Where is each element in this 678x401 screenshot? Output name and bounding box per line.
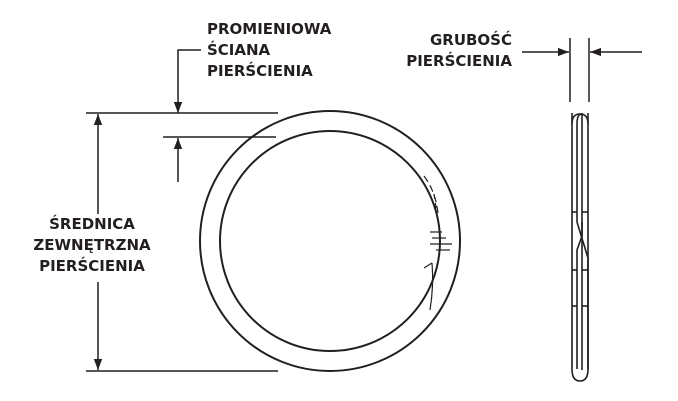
ring-side-view: [571, 113, 589, 382]
thickness-label: GRUBOŚĆ PIERŚCIENIA: [398, 30, 512, 72]
outer-diameter-label-line-2: ZEWNĘTRZNA: [33, 236, 151, 254]
ring-outer-circle: [199, 110, 461, 372]
ring-overlap-detail: [423, 175, 452, 311]
outer-diameter-label: ŚREDNICA ZEWNĘTRZNA PIERŚCIENIA: [18, 214, 166, 277]
thickness-label-line-1: GRUBOŚĆ: [429, 31, 512, 49]
outer-diameter-label-line-3: PIERŚCIENIA: [39, 257, 145, 275]
radial-wall-label-line-1: PROMIENIOWA: [207, 20, 332, 38]
ring-inner-circle: [219, 130, 441, 352]
radial-wall-label-line-3: PIERŚCIENIA: [207, 62, 313, 80]
thickness-label-line-2: PIERŚCIENIA: [406, 52, 512, 70]
radial-wall-label-line-2: ŚCIANA: [207, 41, 271, 59]
radial-wall-leader: [173, 49, 201, 113]
outer-diameter-label-line-1: ŚREDNICA: [49, 215, 135, 233]
radial-wall-label: PROMIENIOWA ŚCIANA PIERŚCIENIA: [207, 19, 331, 82]
